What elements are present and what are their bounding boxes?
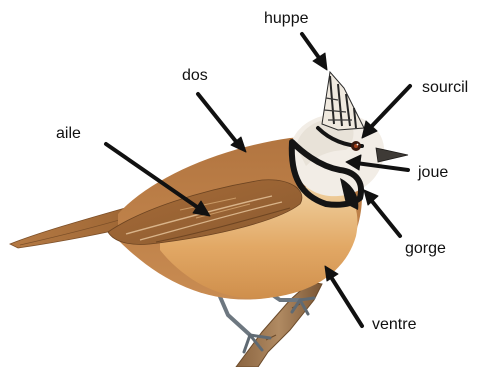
arrow-ventre	[324, 265, 364, 328]
arrow-gorge	[363, 189, 402, 238]
label-dos: dos	[182, 67, 208, 84]
pointer-arrows	[104, 32, 412, 328]
label-aile: aile	[56, 125, 81, 142]
arrow-huppe	[300, 32, 328, 71]
arrow-joue	[345, 154, 410, 172]
label-sourcil: sourcil	[422, 79, 469, 96]
label-huppe: huppe	[264, 10, 309, 27]
eye	[351, 141, 361, 151]
crest	[321, 70, 365, 131]
beak	[375, 147, 409, 163]
arrow-sourcil	[361, 84, 412, 139]
belly	[160, 184, 358, 299]
label-joue: joue	[418, 164, 449, 181]
label-gorge: gorge	[405, 240, 446, 257]
label-ventre: ventre	[372, 316, 417, 333]
arrow-aile	[104, 142, 211, 217]
arrow-dos	[196, 92, 247, 153]
legs	[216, 286, 316, 354]
